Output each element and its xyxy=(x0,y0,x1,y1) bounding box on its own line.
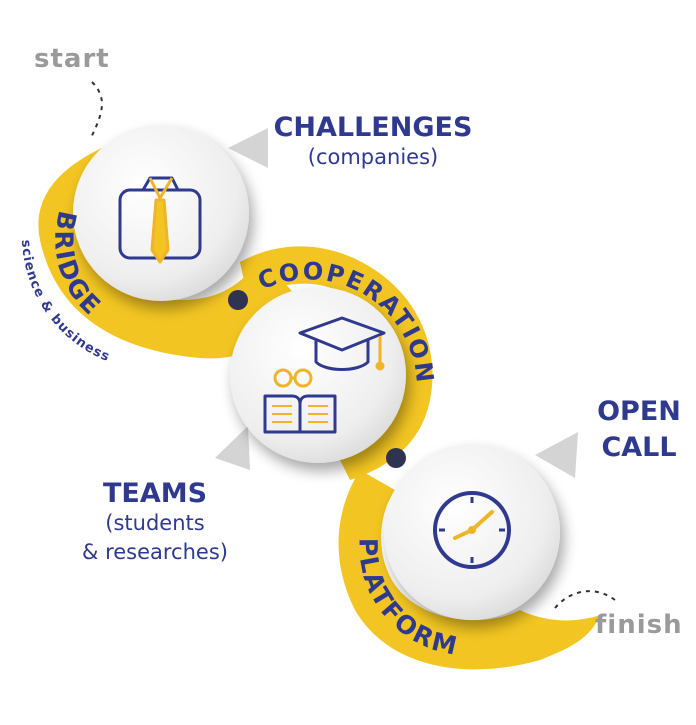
pointer-open-call xyxy=(535,432,578,478)
teams-subtitle-2: & researches) xyxy=(82,540,228,564)
open-call-line-1: OPEN xyxy=(597,396,681,427)
challenges-subtitle: (companies) xyxy=(307,145,439,169)
open-call-line-2: CALL xyxy=(601,432,677,463)
challenges-title: CHALLENGES xyxy=(273,112,473,143)
open-call-block: OPEN CALL xyxy=(594,394,684,466)
start-label: start xyxy=(34,44,110,74)
finish-label: finish xyxy=(595,610,683,640)
disc-teams xyxy=(230,287,406,463)
shirt-tie-icon xyxy=(118,176,202,264)
pointer-teams xyxy=(215,426,250,470)
teams-block: TEAMS (students & researches) xyxy=(70,478,240,567)
challenges-block: CHALLENGES (companies) xyxy=(268,112,478,172)
connector-dot xyxy=(228,290,248,310)
start-dashed-line xyxy=(89,81,103,141)
clock-icon xyxy=(433,491,511,569)
finish-dashed-line xyxy=(554,590,616,609)
glasses-icon xyxy=(273,368,313,388)
pointer-challenges xyxy=(228,128,268,168)
open-book-icon xyxy=(263,394,337,434)
teams-subtitle-1: (students xyxy=(105,511,205,535)
connector-dot xyxy=(386,448,406,468)
teams-title: TEAMS xyxy=(102,478,208,509)
graduation-cap-icon xyxy=(298,316,386,371)
